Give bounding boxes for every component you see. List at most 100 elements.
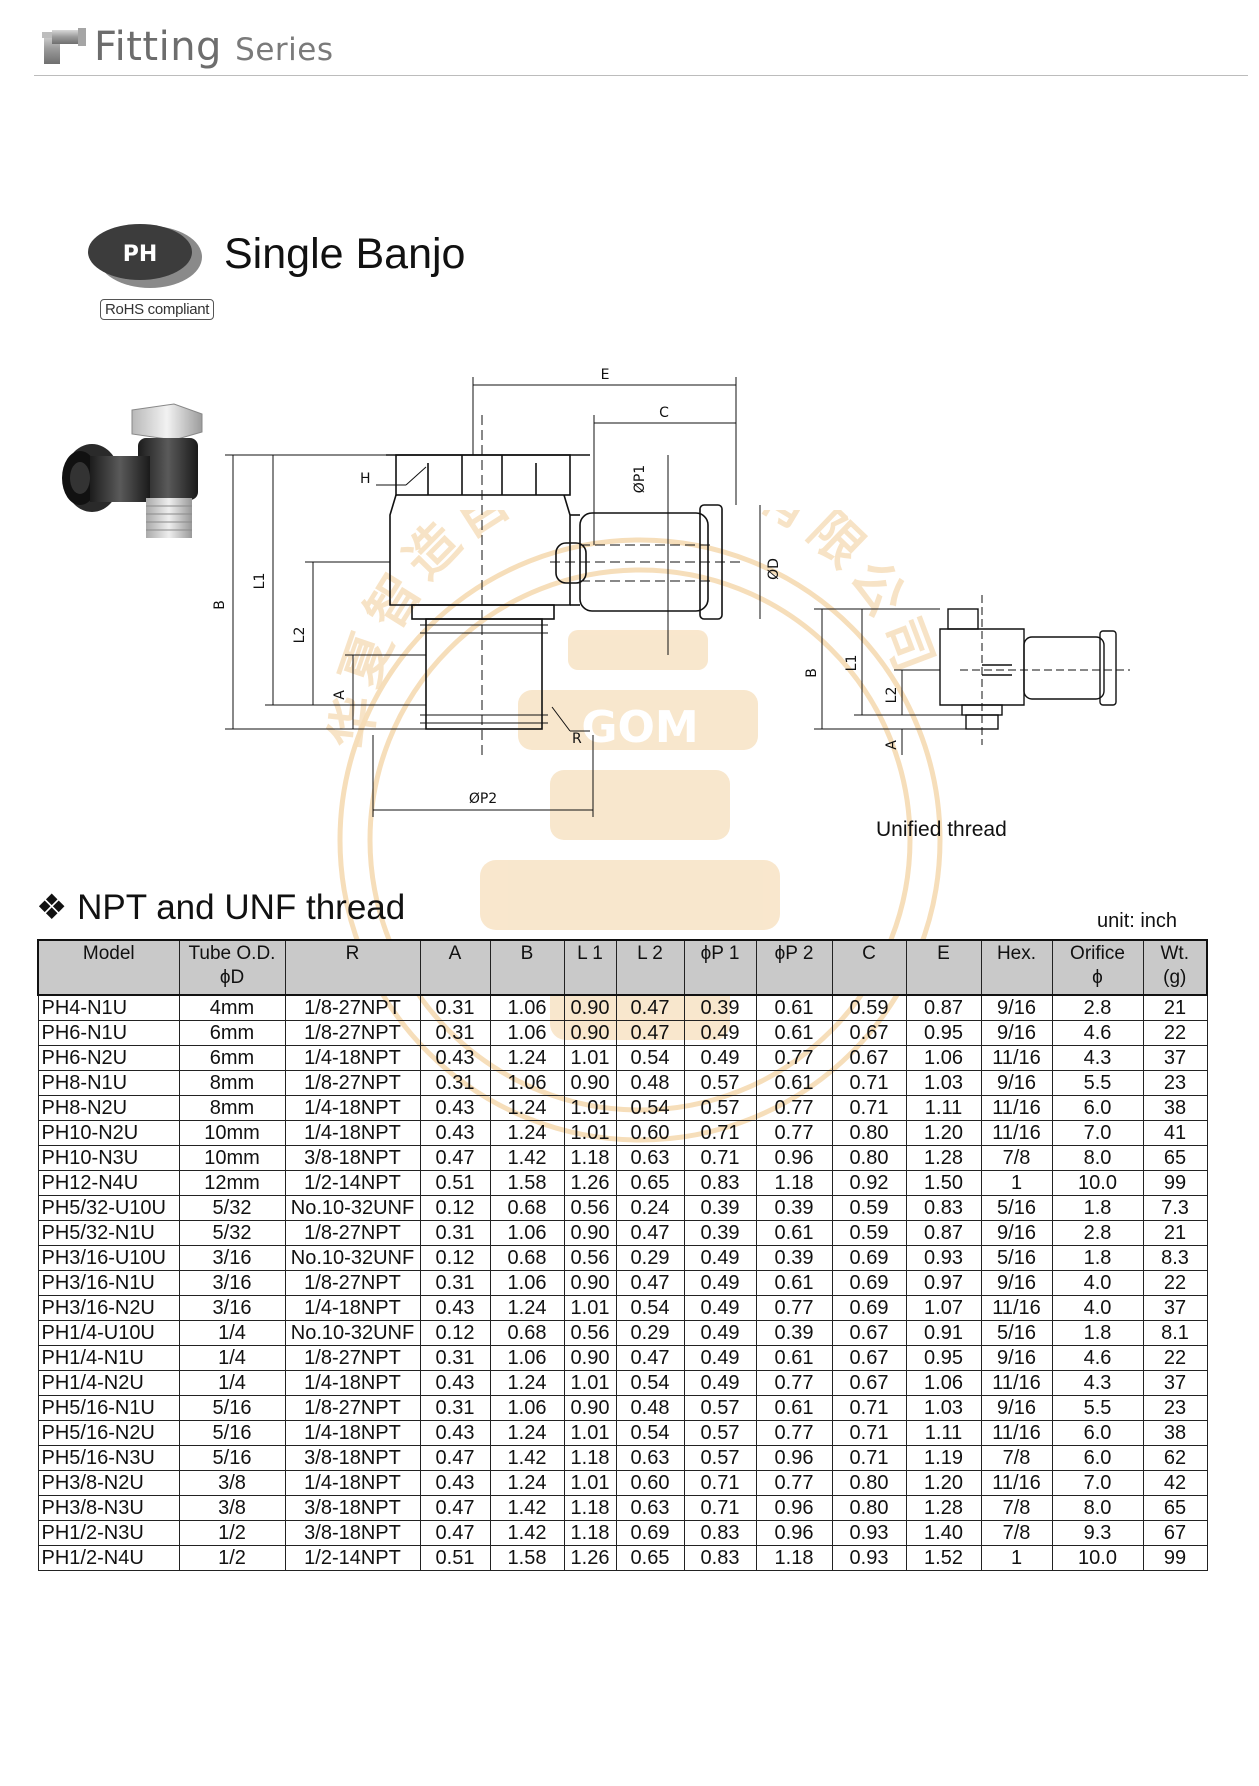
small-dim-a-label: A [884, 740, 900, 750]
table-cell: 1.58 [489, 1170, 565, 1196]
table-cell: 1/8-27NPT [284, 1395, 421, 1421]
table-cell: 65 [1142, 1495, 1208, 1521]
table-cell: 8.1 [1142, 1320, 1208, 1346]
table-cell: 1.18 [563, 1520, 617, 1546]
diamond-bullet-icon: ❖ [36, 888, 68, 927]
table-cell: 0.77 [755, 1295, 833, 1321]
table-cell: 0.54 [615, 1370, 685, 1396]
technical-drawing: E C H R ØP2 B L1 L2 A ØP1 ØD B L1 L2 A [212, 367, 1130, 817]
table-cell: 0.90 [563, 1345, 617, 1371]
table-cell: 0.61 [755, 1020, 833, 1046]
table-cell: 1.03 [905, 1395, 982, 1421]
product-photo [62, 403, 203, 538]
model-cell: PH12-N4U [37, 1170, 180, 1196]
model-cell: PH10-N3U [37, 1145, 180, 1171]
table-cell: 0.59 [831, 994, 907, 1021]
table-cell: 1.28 [905, 1495, 982, 1521]
table-cell: 0.61 [755, 1220, 833, 1246]
dim-c-label: C [659, 405, 669, 421]
table-cell: 0.48 [615, 1070, 685, 1096]
table-cell: 0.90 [563, 1270, 617, 1296]
table-cell: 0.71 [831, 1095, 907, 1121]
table-cell: 1/4-18NPT [284, 1370, 421, 1396]
table-cell: 1/4-18NPT [284, 1470, 421, 1496]
table-cell: 1.26 [563, 1545, 617, 1571]
table-cell: 0.67 [831, 1020, 907, 1046]
small-dim-b-label: B [804, 668, 820, 678]
table-cell: 0.97 [905, 1270, 982, 1296]
column-header-label: Model [82, 943, 135, 964]
table-cell: 1.24 [489, 1420, 565, 1446]
table-cell: 0.95 [905, 1020, 982, 1046]
table-cell: 0.31 [419, 994, 491, 1021]
table-cell: 8mm [178, 1095, 286, 1121]
table-cell: 9/16 [980, 994, 1053, 1021]
table-cell: 0.68 [489, 1195, 565, 1221]
table-cell: 6.0 [1051, 1095, 1144, 1121]
column-header-sublabel: ϕD [219, 967, 245, 988]
table-cell: 0.31 [419, 1395, 491, 1421]
table-cell: 6.0 [1051, 1420, 1144, 1446]
model-cell: PH1/4-N1U [37, 1345, 180, 1371]
table-cell: 99 [1142, 1170, 1208, 1196]
table-cell: 0.69 [831, 1270, 907, 1296]
table-cell: 5/32 [178, 1220, 286, 1246]
column-header-label: A [448, 943, 462, 964]
table-cell: 1.42 [489, 1520, 565, 1546]
table-cell: 1.06 [489, 1220, 565, 1246]
table-cell: 1.01 [563, 1295, 617, 1321]
model-cell: PH3/8-N2U [37, 1470, 180, 1496]
table-cell: 9/16 [980, 1395, 1053, 1421]
table-cell: 4.3 [1051, 1045, 1144, 1071]
table-cell: 8.0 [1051, 1495, 1144, 1521]
table-cell: 0.60 [615, 1120, 685, 1146]
table-cell: 0.49 [683, 1345, 757, 1371]
table-cell: 0.29 [615, 1245, 685, 1271]
column-header: R [284, 939, 421, 996]
dim-h-label: H [360, 471, 371, 487]
table-cell: 0.65 [615, 1545, 685, 1571]
table-cell: 9/16 [980, 1220, 1053, 1246]
table-cell: 0.39 [755, 1245, 833, 1271]
table-cell: 1.11 [905, 1095, 982, 1121]
table-cell: 67 [1142, 1520, 1208, 1546]
table-cell: 1.42 [489, 1145, 565, 1171]
table-cell: 0.65 [615, 1170, 685, 1196]
table-cell: 0.47 [615, 1270, 685, 1296]
table-cell: 22 [1142, 1270, 1208, 1296]
table-cell: 1/4 [178, 1320, 286, 1346]
column-header-label: Orifice [1070, 943, 1125, 964]
table-cell: 0.69 [831, 1245, 907, 1271]
table-cell: 0.63 [615, 1495, 685, 1521]
table-cell: 4mm [178, 994, 286, 1021]
model-cell: PH5/16-N1U [37, 1395, 180, 1421]
column-header-sublabel: (g) [1163, 967, 1187, 988]
table-cell: 10mm [178, 1145, 286, 1171]
table-cell: 0.71 [831, 1395, 907, 1421]
table-cell: 0.77 [755, 1370, 833, 1396]
table-cell: 0.56 [563, 1195, 617, 1221]
table-cell: 1/4-18NPT [284, 1120, 421, 1146]
table-cell: 1/4-18NPT [284, 1295, 421, 1321]
table-cell: 0.49 [683, 1320, 757, 1346]
table-cell: 2.8 [1051, 994, 1144, 1021]
table-cell: 1.06 [489, 1070, 565, 1096]
table-cell: 0.83 [683, 1545, 757, 1571]
table-cell: 0.49 [683, 1295, 757, 1321]
table-cell: 0.54 [615, 1095, 685, 1121]
table-cell: 1.24 [489, 1045, 565, 1071]
table-cell: 0.90 [563, 1395, 617, 1421]
table-cell: 1.52 [905, 1545, 982, 1571]
table-cell: 7/8 [980, 1145, 1053, 1171]
table-cell: 0.59 [831, 1220, 907, 1246]
table-cell: 3/8 [178, 1495, 286, 1521]
table-cell: 0.90 [563, 1220, 617, 1246]
